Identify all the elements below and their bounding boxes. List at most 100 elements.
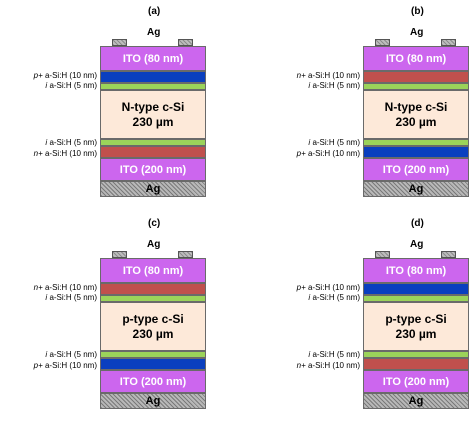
cell-panel-4: (d) Ag ITO (80 nm) p-type c-Si 230 µm IT… [263, 212, 469, 423]
top-intrinsic-prefix: i [308, 81, 311, 90]
substrate-type: N-type c-Si [384, 99, 448, 114]
bottom-doped-label: n+ a-Si:H (10 nm) [0, 149, 97, 158]
ito-top-layer: ITO (80 nm) [100, 46, 206, 71]
top-doped-prefix: n+ [33, 283, 43, 292]
bottom-doped-text: a-Si:H (10 nm) [307, 149, 360, 158]
top-contact-left [112, 251, 127, 258]
layer-stack: ITO (80 nm) N-type c-Si 230 µm ITO (200 … [363, 46, 469, 197]
top-contact-right [441, 39, 456, 46]
bottom-doped-layer [100, 358, 206, 370]
top-intrinsic-label: i a-Si:H (5 nm) [0, 81, 97, 90]
ito-bottom-layer: ITO (200 nm) [363, 158, 469, 181]
top-intrinsic-prefix: i [45, 81, 48, 90]
top-doped-layer [100, 283, 206, 295]
top-intrinsic-label: i a-Si:H (5 nm) [0, 293, 97, 302]
bottom-intrinsic-layer [363, 139, 469, 146]
top-doped-label: p+ a-Si:H (10 nm) [0, 71, 97, 80]
layer-stack: ITO (80 nm) p-type c-Si 230 µm ITO (200 … [363, 258, 469, 409]
top-doped-layer [100, 71, 206, 83]
panel-label: (a) [148, 6, 161, 17]
ito-bottom-layer: ITO (200 nm) [100, 370, 206, 393]
ag-bottom-layer: Ag [100, 181, 206, 197]
top-contact-left [375, 251, 390, 258]
bottom-intrinsic-text: a-Si:H (5 nm) [49, 350, 97, 359]
panel-label: (b) [411, 6, 424, 17]
top-intrinsic-label: i a-Si:H (5 nm) [260, 81, 360, 90]
panel-label: (d) [411, 218, 424, 229]
bottom-intrinsic-layer [100, 139, 206, 146]
top-intrinsic-label: i a-Si:H (5 nm) [260, 293, 360, 302]
substrate-type: p-type c-Si [122, 311, 184, 326]
top-contact-right [441, 251, 456, 258]
top-doped-prefix: p+ [296, 283, 306, 292]
bottom-doped-prefix: n+ [296, 361, 306, 370]
top-doped-prefix: p+ [33, 71, 43, 80]
bottom-doped-label: p+ a-Si:H (10 nm) [0, 361, 97, 370]
panel-label: (c) [148, 218, 161, 229]
bottom-intrinsic-layer [363, 351, 469, 358]
bottom-intrinsic-text: a-Si:H (5 nm) [312, 350, 360, 359]
substrate-layer: p-type c-Si 230 µm [100, 302, 206, 351]
bottom-doped-prefix: n+ [33, 149, 43, 158]
top-intrinsic-text: a-Si:H (5 nm) [312, 81, 360, 90]
bottom-intrinsic-prefix: i [308, 350, 311, 359]
substrate-thickness: 230 µm [132, 326, 174, 341]
bottom-doped-text: a-Si:H (10 nm) [44, 361, 97, 370]
top-doped-label: p+ a-Si:H (10 nm) [260, 283, 360, 292]
top-intrinsic-prefix: i [308, 293, 311, 302]
top-intrinsic-layer [363, 83, 469, 90]
bottom-doped-layer [363, 146, 469, 158]
top-contact-label: Ag [147, 27, 161, 38]
top-intrinsic-text: a-Si:H (5 nm) [49, 293, 97, 302]
bottom-doped-layer [100, 146, 206, 158]
bottom-intrinsic-text: a-Si:H (5 nm) [312, 138, 360, 147]
bottom-doped-prefix: p+ [33, 361, 43, 370]
cell-panel-1: (a) Ag ITO (80 nm) N-type c-Si 230 µm IT… [0, 0, 234, 211]
bottom-intrinsic-prefix: i [308, 138, 311, 147]
ito-top-layer: ITO (80 nm) [363, 46, 469, 71]
bottom-intrinsic-label: i a-Si:H (5 nm) [260, 138, 360, 147]
layer-stack: ITO (80 nm) N-type c-Si 230 µm ITO (200 … [100, 46, 206, 197]
bottom-intrinsic-layer [100, 351, 206, 358]
top-doped-layer [363, 71, 469, 83]
top-contact-label: Ag [410, 239, 424, 250]
top-intrinsic-prefix: i [45, 293, 48, 302]
ito-top-layer: ITO (80 nm) [100, 258, 206, 283]
ito-bottom-layer: ITO (200 nm) [100, 158, 206, 181]
top-contact-label: Ag [410, 27, 424, 38]
substrate-layer: p-type c-Si 230 µm [363, 302, 469, 351]
bottom-doped-layer [363, 358, 469, 370]
bottom-intrinsic-prefix: i [45, 350, 48, 359]
top-intrinsic-layer [100, 295, 206, 302]
bottom-doped-prefix: p+ [296, 149, 306, 158]
substrate-thickness: 230 µm [132, 114, 174, 129]
ag-bottom-layer: Ag [100, 393, 206, 409]
top-doped-text: a-Si:H (10 nm) [307, 71, 360, 80]
top-intrinsic-text: a-Si:H (5 nm) [49, 81, 97, 90]
top-contact-right [178, 39, 193, 46]
bottom-doped-label: p+ a-Si:H (10 nm) [260, 149, 360, 158]
bottom-intrinsic-label: i a-Si:H (5 nm) [260, 350, 360, 359]
bottom-intrinsic-label: i a-Si:H (5 nm) [0, 350, 97, 359]
substrate-layer: N-type c-Si 230 µm [363, 90, 469, 139]
top-doped-text: a-Si:H (10 nm) [44, 283, 97, 292]
bottom-doped-text: a-Si:H (10 nm) [307, 361, 360, 370]
top-doped-text: a-Si:H (10 nm) [44, 71, 97, 80]
substrate-thickness: 230 µm [395, 326, 437, 341]
bottom-doped-text: a-Si:H (10 nm) [44, 149, 97, 158]
bottom-intrinsic-text: a-Si:H (5 nm) [49, 138, 97, 147]
ito-bottom-layer: ITO (200 nm) [363, 370, 469, 393]
top-doped-layer [363, 283, 469, 295]
ag-bottom-layer: Ag [363, 393, 469, 409]
substrate-layer: N-type c-Si 230 µm [100, 90, 206, 139]
ito-top-layer: ITO (80 nm) [363, 258, 469, 283]
top-intrinsic-text: a-Si:H (5 nm) [312, 293, 360, 302]
top-intrinsic-layer [363, 295, 469, 302]
top-contact-right [178, 251, 193, 258]
layer-stack: ITO (80 nm) p-type c-Si 230 µm ITO (200 … [100, 258, 206, 409]
bottom-doped-label: n+ a-Si:H (10 nm) [260, 361, 360, 370]
top-doped-label: n+ a-Si:H (10 nm) [260, 71, 360, 80]
top-contact-label: Ag [147, 239, 161, 250]
bottom-intrinsic-prefix: i [45, 138, 48, 147]
substrate-type: p-type c-Si [385, 311, 447, 326]
